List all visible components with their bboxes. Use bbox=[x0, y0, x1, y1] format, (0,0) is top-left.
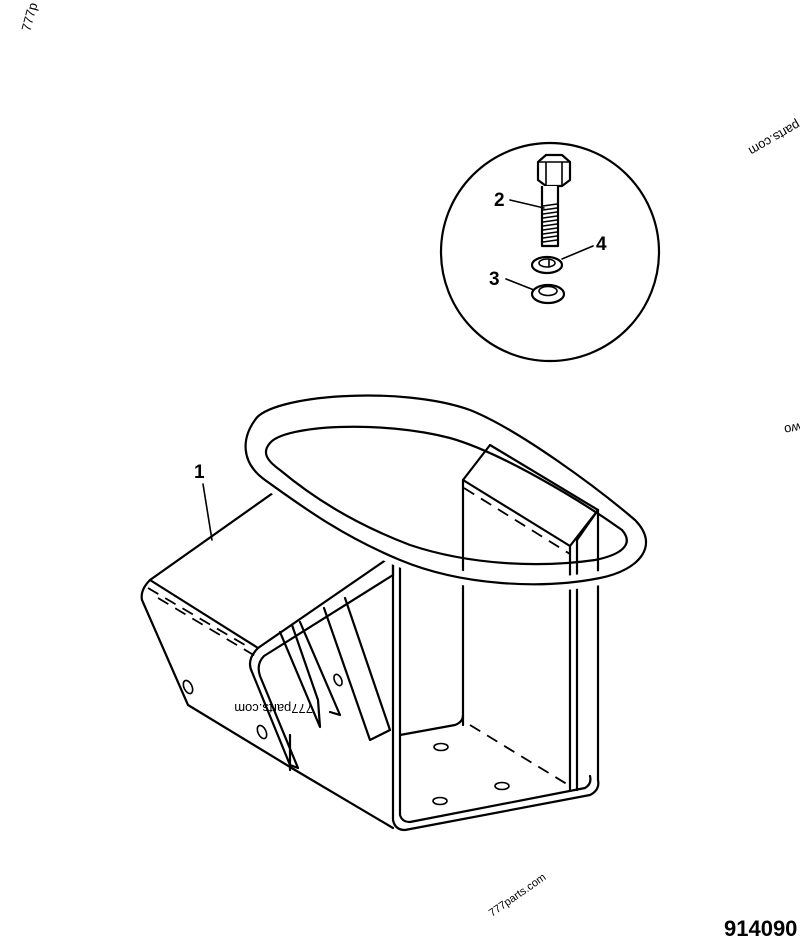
watermark: parts.com bbox=[746, 117, 800, 159]
mounting-hole bbox=[432, 796, 448, 806]
bolt-icon bbox=[536, 153, 572, 248]
bracket-top-plate bbox=[461, 443, 600, 548]
leader-line-2 bbox=[509, 199, 545, 209]
mounting-hole bbox=[494, 781, 510, 791]
figure-number: 914090 bbox=[724, 916, 797, 941]
watermark: 777parts.com bbox=[234, 701, 313, 716]
bracket-left-top-face bbox=[148, 486, 395, 650]
flat-washer-icon bbox=[530, 283, 566, 305]
mounting-hole bbox=[256, 724, 268, 740]
watermark: wo bbox=[783, 420, 800, 438]
callout-4: 4 bbox=[596, 234, 607, 255]
leader-line-4 bbox=[561, 245, 594, 260]
leader-line-1 bbox=[202, 483, 213, 541]
callout-1: 1 bbox=[194, 462, 205, 483]
mounting-hole bbox=[433, 742, 449, 752]
detail-inset: 2 4 3 bbox=[439, 141, 661, 363]
callout-3: 3 bbox=[489, 269, 500, 290]
watermark: 777parts.com bbox=[487, 871, 548, 919]
bracket-assembly: 1 bbox=[140, 388, 653, 832]
mounting-hole bbox=[182, 679, 194, 695]
lock-washer-icon bbox=[530, 255, 564, 275]
hoop-inner bbox=[264, 425, 628, 566]
mounting-hole bbox=[333, 673, 343, 687]
watermark: 777p bbox=[18, 1, 40, 33]
leader-line-3 bbox=[505, 278, 535, 291]
callout-2: 2 bbox=[494, 190, 505, 211]
hoop-outer bbox=[244, 394, 648, 586]
inset-circle bbox=[439, 141, 661, 363]
